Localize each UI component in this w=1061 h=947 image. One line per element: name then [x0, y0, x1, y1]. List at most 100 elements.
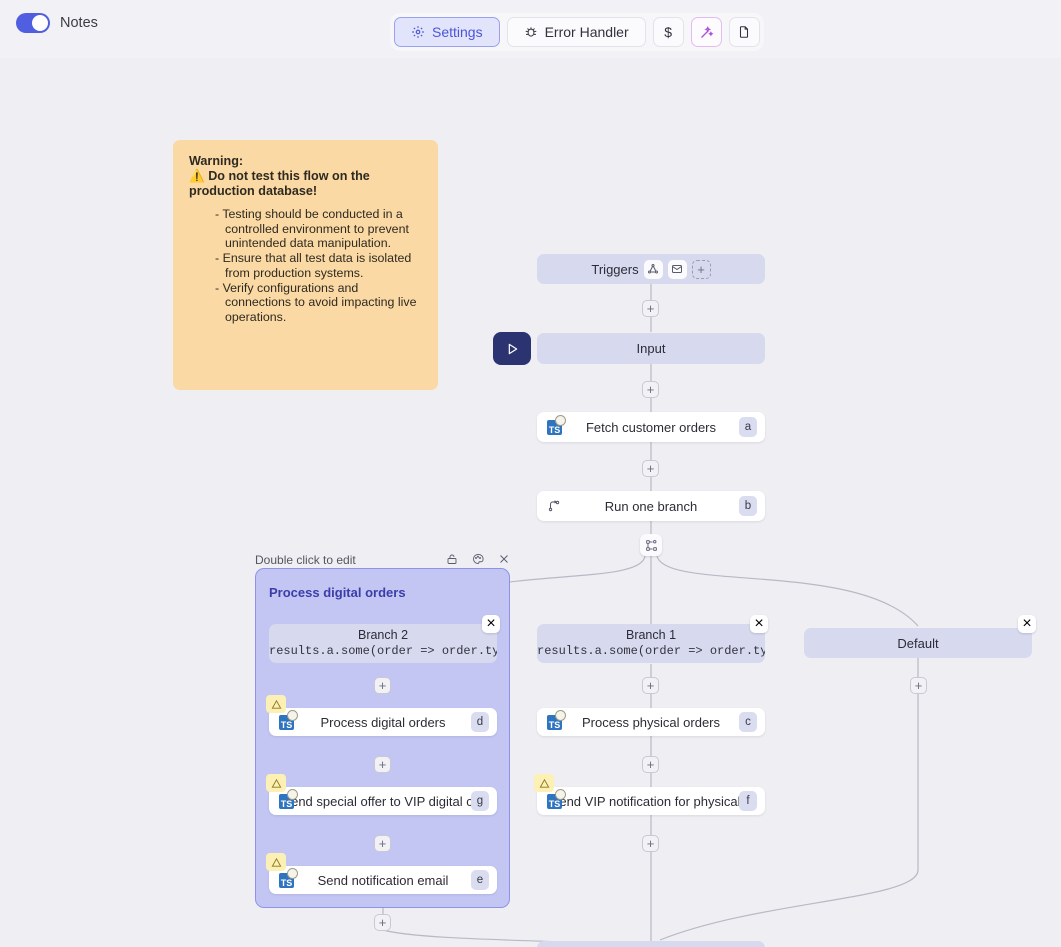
toggle-knob [32, 15, 48, 31]
note-title: Warning: [189, 154, 244, 168]
file-icon [737, 25, 751, 39]
gear-icon [411, 25, 425, 39]
remove-branch-button[interactable]: × [750, 615, 768, 633]
typescript-icon: TS [547, 709, 566, 730]
list-item: - Verify configurations and connections … [215, 280, 417, 324]
warning-note[interactable]: Warning: ⚠️ Do not test this flow on the… [173, 140, 438, 390]
node-label: Process digital orders [320, 714, 446, 730]
group-container-process-digital-orders[interactable] [255, 568, 510, 908]
error-handler-label: Error Handler [544, 24, 629, 40]
palette-icon[interactable] [472, 552, 484, 570]
remove-branch-button[interactable]: × [1018, 615, 1036, 633]
node-run-one-branch[interactable]: Run one branch b [537, 491, 765, 521]
node-warning-icon [266, 853, 286, 871]
branch-node-2[interactable]: Branch 2 results.a.some(order => order.t… [269, 624, 497, 663]
node-send-vip-notification-physical[interactable]: TS Send VIP notification for physical...… [537, 787, 765, 815]
node-warning-icon [266, 774, 286, 792]
node-label: Send VIP notification for physical... [550, 793, 752, 809]
input-label: Input [636, 341, 666, 356]
node-send-special-offer-vip-digital[interactable]: TS Send special offer to VIP digital c..… [269, 787, 497, 815]
magic-wand-icon [699, 25, 714, 40]
add-step-button[interactable]: + [642, 756, 659, 773]
warning-emoji-icon: ⚠️ [189, 169, 205, 183]
typescript-icon: TS [279, 788, 298, 809]
dollar-icon: $ [664, 24, 673, 40]
webhook-icon[interactable] [643, 259, 663, 279]
group-edit-hint: Double click to edit [255, 553, 356, 567]
node-badge: e [471, 870, 489, 890]
note-headline-text: Do not test this flow on the production … [189, 169, 370, 198]
branch-title: Default [897, 635, 939, 651]
add-step-button[interactable]: + [642, 381, 659, 398]
settings-button[interactable]: Settings [394, 17, 500, 47]
group-title: Process digital orders [269, 585, 406, 600]
lock-icon[interactable] [446, 552, 458, 570]
docs-button[interactable] [728, 17, 760, 47]
node-send-notification-email[interactable]: TS Send notification email e [269, 866, 497, 894]
add-step-button[interactable]: + [642, 835, 659, 852]
merge-node-partial[interactable] [537, 941, 765, 947]
toolbar-button-group: Settings Error Handler $ [390, 13, 764, 51]
group-header: Double click to edit [255, 552, 510, 568]
split-branch-icon[interactable] [640, 534, 662, 556]
node-badge: f [739, 791, 757, 811]
note-bullet-list: - Testing should be conducted in a contr… [189, 207, 422, 325]
node-label: Process physical orders [582, 714, 720, 730]
run-flow-button[interactable] [493, 332, 531, 365]
top-toolbar: Notes Settings Erro [0, 0, 1061, 58]
add-step-button[interactable]: + [374, 914, 391, 931]
add-step-button[interactable]: + [642, 300, 659, 317]
group-header-icons [446, 552, 510, 570]
branch-icon [547, 499, 561, 513]
add-step-button[interactable]: + [374, 835, 391, 852]
add-trigger-button[interactable]: + [691, 259, 711, 279]
branch-title: Branch 1 [625, 628, 677, 642]
branch-condition: results.a.some(order => order.type [537, 644, 765, 658]
close-icon[interactable] [498, 552, 510, 570]
node-warning-icon [266, 695, 286, 713]
branch-node-default[interactable]: Default [804, 628, 1032, 658]
input-node[interactable]: Input [537, 333, 765, 364]
add-step-button[interactable]: + [374, 756, 391, 773]
node-badge: g [471, 791, 489, 811]
node-badge: b [739, 496, 757, 516]
node-badge: a [739, 417, 757, 437]
triggers-node[interactable]: Triggers + [537, 254, 765, 284]
notes-label: Notes [60, 15, 98, 31]
email-icon[interactable] [667, 259, 687, 279]
triggers-label: Triggers [591, 261, 639, 277]
add-step-button[interactable]: + [910, 677, 927, 694]
node-process-digital-orders[interactable]: TS Process digital orders d [269, 708, 497, 736]
list-item: - Ensure that all test data is isolated … [215, 251, 412, 280]
add-step-button[interactable]: + [642, 460, 659, 477]
typescript-icon: TS [279, 867, 298, 888]
add-step-button[interactable]: + [374, 677, 391, 694]
node-badge: c [739, 712, 757, 732]
node-label: Run one branch [604, 498, 698, 514]
branch-title: Branch 2 [357, 628, 409, 642]
cost-button[interactable]: $ [652, 17, 684, 47]
typescript-icon: TS [279, 709, 298, 730]
node-badge: d [471, 712, 489, 732]
error-handler-button[interactable]: Error Handler [506, 17, 646, 47]
settings-label: Settings [432, 24, 483, 40]
node-warning-icon [534, 774, 554, 792]
node-process-physical-orders[interactable]: TS Process physical orders c [537, 708, 765, 736]
ai-assist-button[interactable] [690, 17, 722, 47]
remove-branch-button[interactable]: × [482, 615, 500, 633]
notes-toggle-group: Notes [16, 13, 98, 33]
branch-condition: results.a.some(order => order.type [269, 644, 497, 658]
typescript-icon: TS [547, 414, 566, 435]
node-label: Send notification email [317, 872, 449, 888]
branch-node-1[interactable]: Branch 1 results.a.some(order => order.t… [537, 624, 765, 663]
list-item: - Testing should be conducted in a contr… [215, 207, 409, 251]
note-headline: ⚠️ Do not test this flow on the producti… [189, 169, 422, 199]
notes-toggle[interactable] [16, 13, 50, 33]
bug-icon [524, 25, 538, 39]
node-fetch-customer-orders[interactable]: TS Fetch customer orders a [537, 412, 765, 442]
add-step-button[interactable]: + [642, 677, 659, 694]
node-label: Send special offer to VIP digital c... [282, 793, 484, 809]
